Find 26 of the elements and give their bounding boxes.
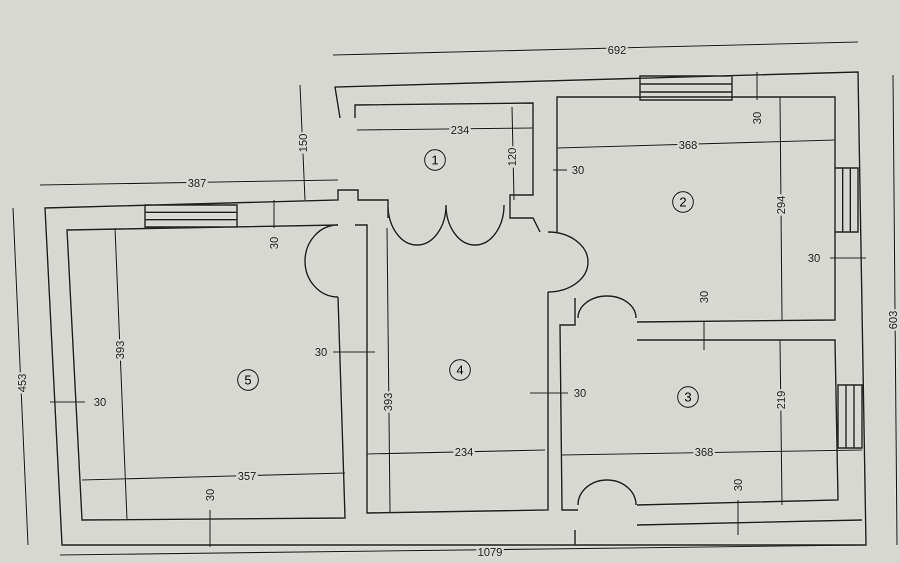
dimension-label: 120 bbox=[506, 146, 518, 168]
dimension-label: 387 bbox=[186, 178, 208, 188]
dimension-label: 30 bbox=[313, 346, 329, 358]
dimension-label: 393 bbox=[114, 339, 126, 361]
dimension-label: 234 bbox=[449, 124, 471, 136]
dimension-label: 368 bbox=[693, 446, 715, 458]
dimension-label: 453 bbox=[16, 372, 28, 394]
dimension-label: 357 bbox=[236, 470, 258, 482]
dimension-label: 30 bbox=[92, 396, 108, 408]
dimension-label: 30 bbox=[204, 487, 216, 503]
dimension-label: 1079 bbox=[476, 546, 504, 558]
dimension-label: 692 bbox=[606, 44, 628, 56]
dimension-label: 30 bbox=[732, 477, 744, 493]
dimension-label: 30 bbox=[570, 164, 586, 176]
dimension-label: 603 bbox=[888, 309, 898, 331]
dimension-label: 30 bbox=[806, 252, 822, 264]
dimension-label: 150 bbox=[298, 132, 308, 154]
dimension-label: 30 bbox=[752, 110, 762, 126]
dimension-label: 30 bbox=[572, 388, 588, 398]
dimension-label: 219 bbox=[776, 389, 786, 411]
dimension-label: 393 bbox=[382, 391, 394, 413]
dimension-label: 30 bbox=[268, 235, 280, 251]
dimension-label: 234 bbox=[453, 446, 475, 458]
dimension-label: 294 bbox=[776, 194, 786, 216]
dimension-label: 368 bbox=[677, 140, 699, 150]
dimension-label: 30 bbox=[698, 289, 710, 305]
